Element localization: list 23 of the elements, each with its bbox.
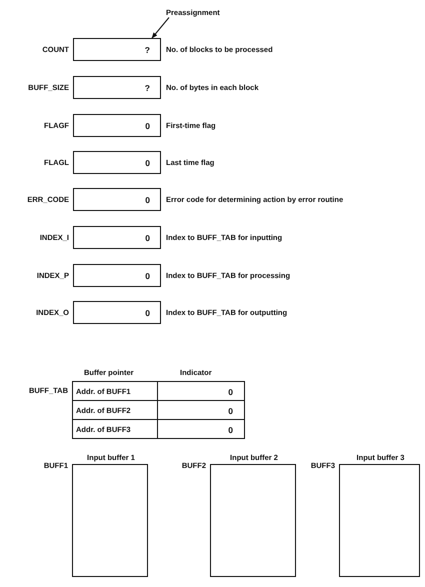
indicator-value: 0 (228, 407, 233, 416)
value-text: 0 (145, 272, 150, 280)
indicator-value: 0 (228, 388, 233, 396)
table-row (72, 419, 245, 439)
value-text: ? (144, 46, 150, 54)
value-text: 0 (145, 196, 150, 204)
variable-box (73, 151, 161, 174)
value-text: 0 (145, 234, 150, 242)
variable-box (73, 226, 161, 249)
variable-box (73, 188, 161, 211)
leader-line (152, 17, 170, 38)
value-text: ? (144, 84, 150, 92)
table-row (72, 381, 245, 401)
value-text: 0 (145, 122, 150, 130)
variable-box (73, 76, 161, 99)
variable-box (73, 38, 161, 61)
variable-box (73, 264, 161, 287)
variable-box (73, 301, 161, 324)
value-text: 0 (145, 159, 150, 168)
variable-box (73, 114, 161, 137)
table-row (72, 400, 245, 420)
value-text: 0 (145, 309, 150, 318)
indicator-value: 0 (228, 426, 233, 434)
